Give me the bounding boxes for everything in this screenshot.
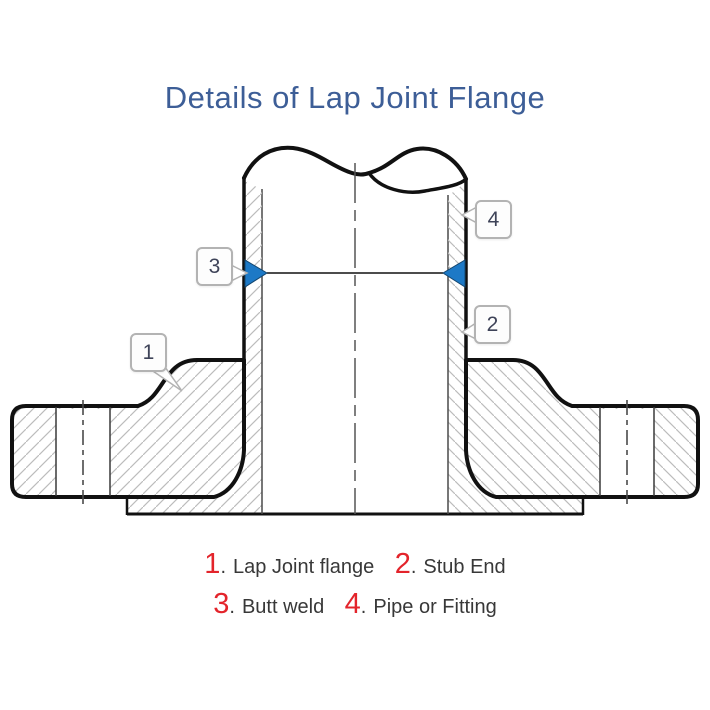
pipe-section bbox=[242, 145, 468, 273]
legend: 1. Lap Joint flange 2. Stub End 3. Butt wel… bbox=[0, 544, 710, 624]
legend-line-1: 1. Lap Joint flange 2. Stub End bbox=[0, 544, 710, 584]
butt-weld-symbols bbox=[244, 259, 466, 288]
callout-leaders bbox=[144, 205, 478, 392]
bolt-hole-left bbox=[55, 400, 111, 504]
callout-box-2: 2 bbox=[474, 305, 511, 344]
callout-box-3: 3 bbox=[196, 247, 233, 286]
legend-number: 3 bbox=[213, 588, 230, 620]
pipe-break-lens bbox=[367, 171, 468, 194]
legend-label: Butt weld bbox=[241, 596, 325, 618]
pipe-break-line bbox=[242, 145, 468, 181]
callout-box-1: 1 bbox=[130, 333, 167, 372]
legend-number: 4 bbox=[344, 588, 361, 620]
weld-triangle-right bbox=[442, 259, 466, 288]
legend-label: Stub End bbox=[423, 556, 506, 578]
legend-item-butt-weld: 3. Butt weld bbox=[213, 584, 324, 629]
legend-dot: . bbox=[360, 596, 367, 618]
legend-item-stub-end: 2. Stub End bbox=[395, 544, 506, 589]
legend-dot: . bbox=[220, 556, 226, 578]
legend-line-2: 3. Butt weld 4. Pipe or Fitting bbox=[0, 584, 710, 624]
legend-item-lap-joint-flange: 1. Lap Joint flange bbox=[204, 544, 374, 589]
legend-number: 2 bbox=[394, 548, 411, 580]
legend-item-pipe-or-fitting: 4. Pipe or Fitting bbox=[345, 584, 497, 629]
legend-dot: . bbox=[229, 596, 235, 618]
bolt-hole-right bbox=[599, 400, 655, 504]
page-title: Details of Lap Joint Flange bbox=[164, 80, 546, 115]
legend-label: Lap Joint flange bbox=[233, 556, 375, 578]
legend-label: Pipe or Fitting bbox=[373, 596, 497, 618]
legend-dot: . bbox=[410, 556, 417, 578]
callout-box-4: 4 bbox=[475, 200, 512, 239]
legend-number: 1 bbox=[204, 548, 221, 580]
